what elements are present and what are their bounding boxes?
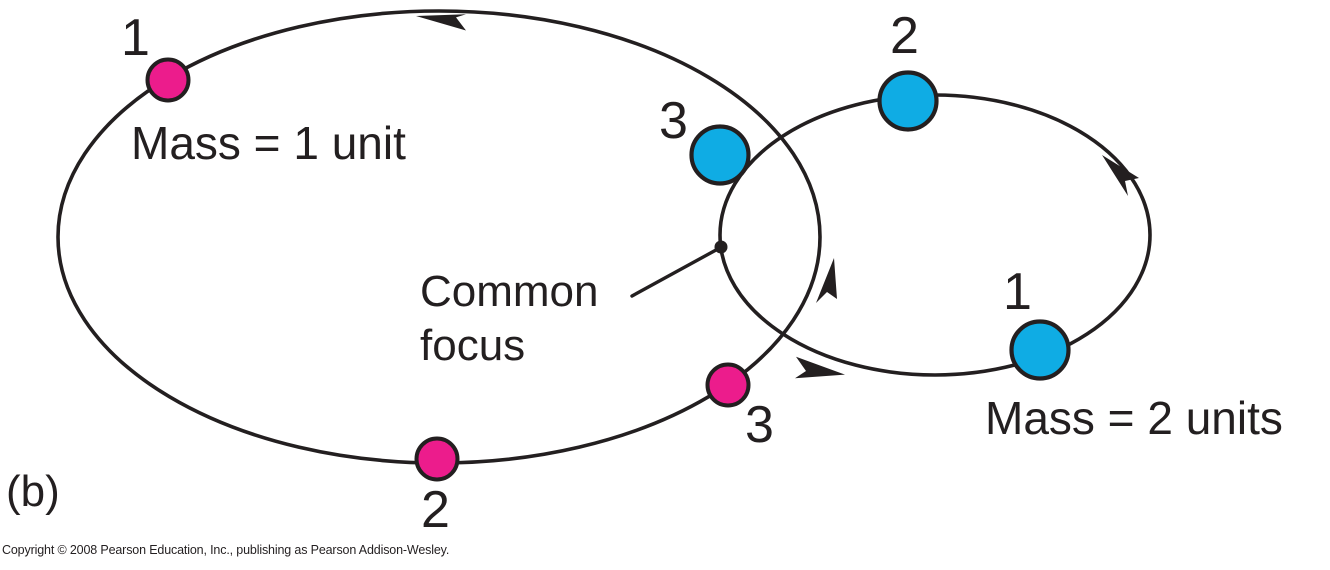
panel-label: (b) <box>6 467 60 516</box>
mass2-body-position-2[interactable] <box>877 70 939 132</box>
mass2-step-label-3: 3 <box>659 92 688 150</box>
mass2-step-label-2: 2 <box>890 7 919 65</box>
mass1-body-position-3[interactable] <box>705 362 751 408</box>
mass1-body-position-1[interactable] <box>145 57 191 103</box>
copyright-notice: Copyright © 2008 Pearson Education, Inc.… <box>2 543 450 557</box>
common-focus-group <box>630 240 728 298</box>
common-focus-label: Common focus <box>420 265 599 372</box>
mass2-step-label-1: 1 <box>1003 263 1032 321</box>
mass2-orbit-path <box>718 93 1152 377</box>
mass2-orbit-arrow-left <box>816 258 837 303</box>
mass2-body-position-3[interactable] <box>689 124 751 186</box>
mass2-body-position-1[interactable] <box>1009 319 1071 381</box>
mass1-step-label-2: 2 <box>421 481 450 539</box>
mass2-orbit-group <box>718 93 1152 377</box>
mass2-caption: Mass = 2 units <box>985 392 1283 444</box>
mass1-caption: Mass = 1 unit <box>131 117 406 169</box>
common-focus-dot <box>714 240 728 254</box>
mass1-step-label-1: 1 <box>121 9 150 67</box>
common-focus-label-line2: focus <box>420 320 526 370</box>
mass1-orbit-arrow-top <box>416 14 466 31</box>
mass2-bodies <box>689 70 1071 381</box>
mass1-step-label-3: 3 <box>745 396 774 454</box>
common-focus-leader-line <box>630 248 718 298</box>
common-focus-label-line1: Common <box>420 267 599 316</box>
mass1-bodies <box>145 57 751 482</box>
mass1-body-position-2[interactable] <box>414 436 460 482</box>
mass2-orbit-arrow-right <box>1102 155 1139 196</box>
mass1-orbit-arrow-right <box>795 356 845 379</box>
